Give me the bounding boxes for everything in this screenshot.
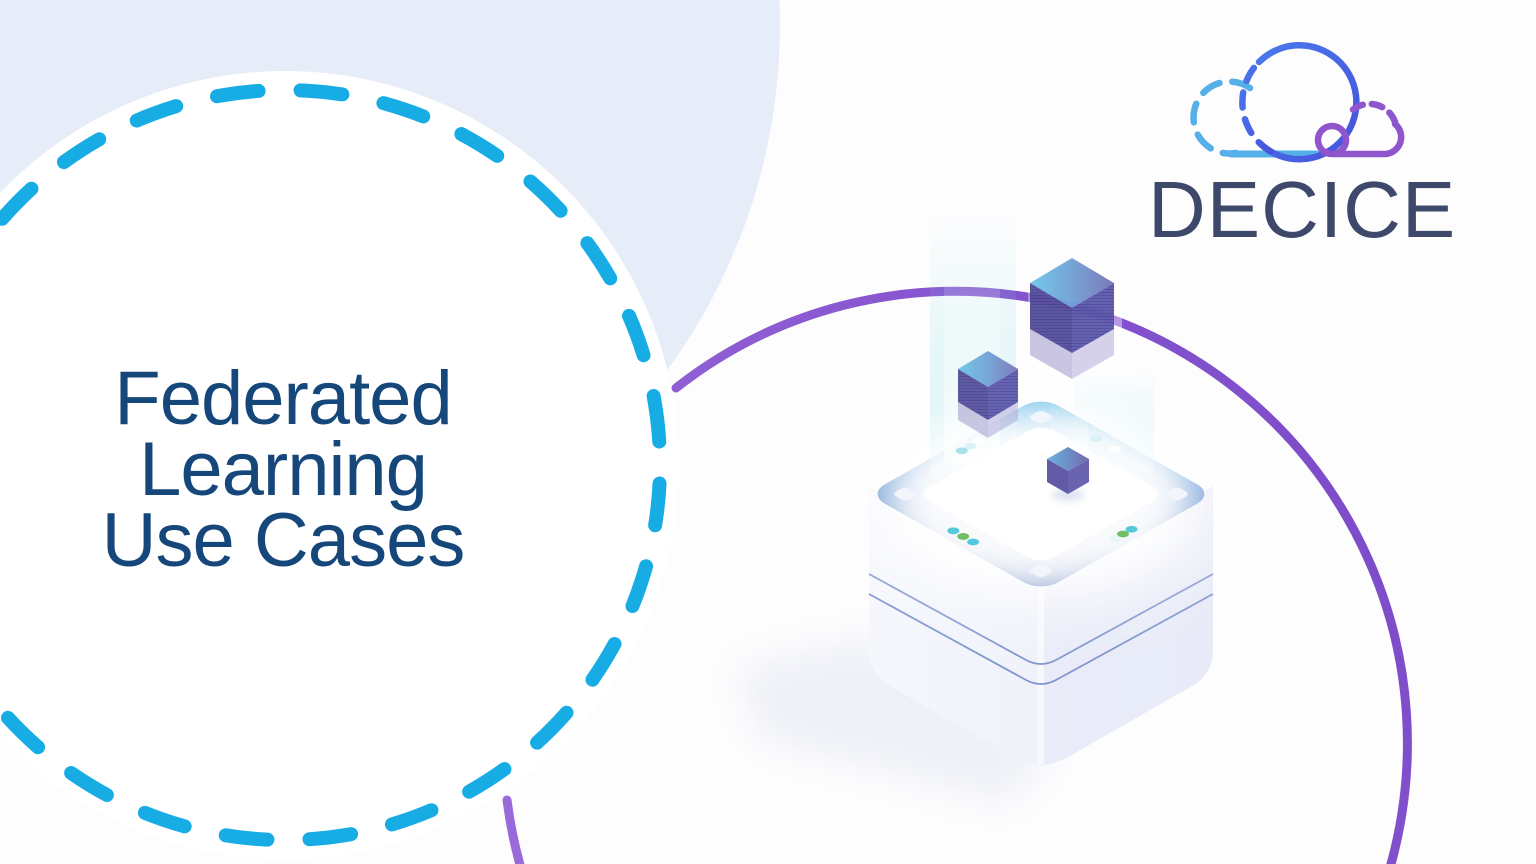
led-dot	[947, 527, 960, 535]
cloud-right-solid	[1330, 120, 1405, 158]
led-dot	[1125, 525, 1138, 533]
slide-title: Federated Learning Use Cases	[0, 356, 566, 583]
led-dot	[957, 533, 970, 540]
box-shadow	[740, 638, 1052, 802]
box-seam-line	[868, 593, 1214, 685]
cloud-logo-icon	[1190, 42, 1405, 163]
led-dot	[967, 538, 980, 546]
cloud-main-arc-dashed	[1239, 58, 1274, 155]
led-dot	[955, 447, 968, 455]
led-dot	[964, 442, 977, 450]
dashed-circle	[0, 83, 667, 847]
data-cube-large	[1030, 258, 1114, 379]
led-dot	[1108, 445, 1121, 453]
screw-icon	[1030, 410, 1052, 424]
title-line-3: Use Cases	[101, 498, 466, 583]
data-cube-small	[1047, 447, 1089, 494]
chip-face	[924, 427, 1158, 561]
cloud-main-arc	[1255, 42, 1360, 163]
cloud-left-arc	[1190, 78, 1254, 157]
title-line-2: Learning	[139, 427, 428, 512]
led-dot	[972, 437, 985, 445]
box-seam-line	[868, 573, 1214, 665]
decice-logo: DECICE	[1148, 40, 1478, 250]
cloud-right-dashed	[1343, 100, 1399, 126]
screw-icon	[894, 487, 917, 501]
data-cube-medium	[958, 351, 1018, 438]
small-cube-shadow	[1052, 490, 1084, 500]
led-dot	[1090, 435, 1103, 443]
led-dot	[1108, 535, 1121, 543]
led-dot	[1117, 530, 1130, 538]
screw-icon	[1030, 564, 1052, 578]
screw-icon	[1165, 487, 1188, 501]
logo-wordmark: DECICE	[1148, 165, 1457, 254]
title-line-1: Federated	[114, 356, 452, 441]
compute-node-illustration	[740, 198, 1241, 802]
led-dot	[1099, 440, 1112, 448]
title-circle-bg	[0, 71, 679, 859]
